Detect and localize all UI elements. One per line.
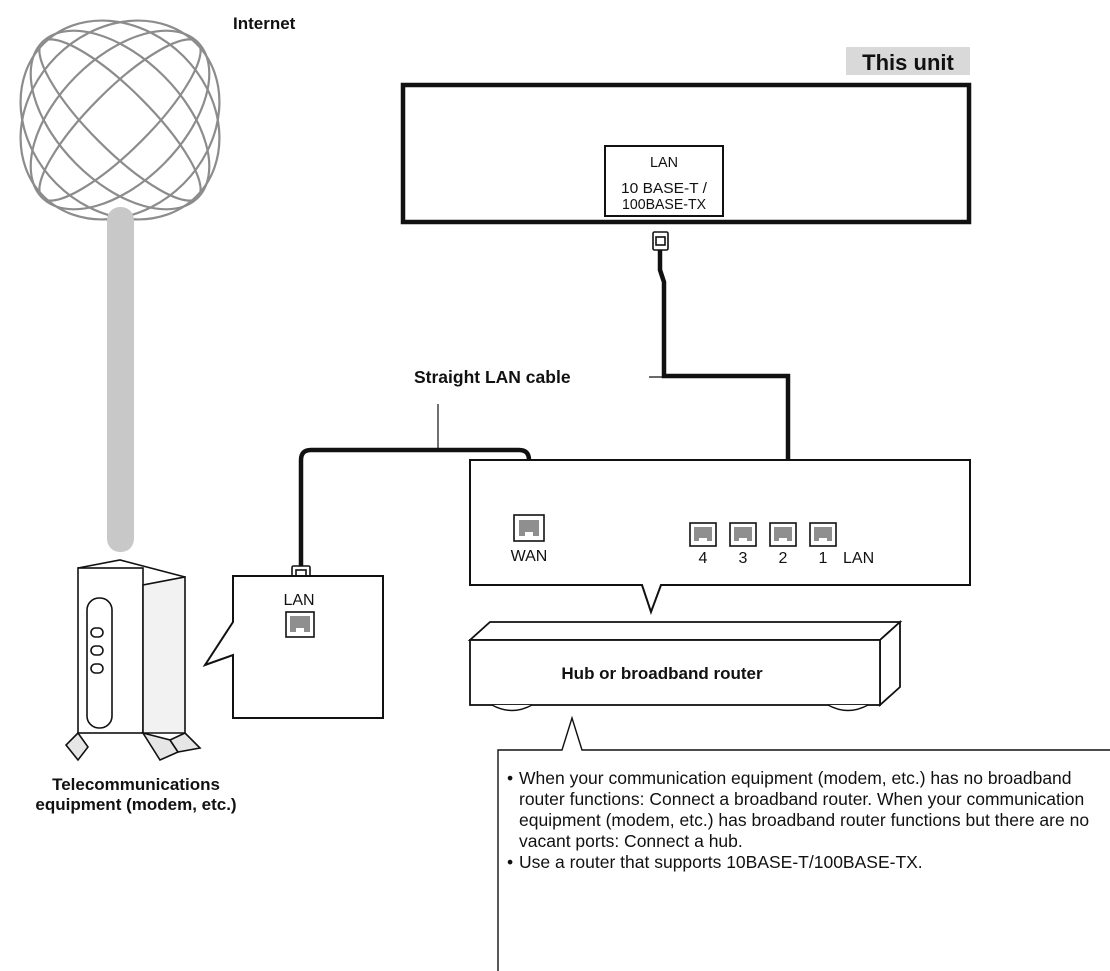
lan-cable-modem-to-router (298, 447, 532, 566)
lan-port-number-3: 3 (739, 550, 748, 567)
lan-jack-icon (689, 522, 717, 547)
wan-port-label: WAN (511, 548, 548, 565)
hub-router-label: Hub or broadband router (561, 664, 763, 683)
lan-port-number-4: 4 (699, 550, 708, 567)
globe-icon (19, 19, 221, 221)
bullet-icon: • (507, 768, 514, 788)
cable-label: Straight LAN cable (414, 367, 571, 387)
unit-port-label-lan: LAN (650, 154, 678, 171)
lan-port-group-label: LAN (843, 550, 874, 567)
internet-connection-pole (107, 207, 134, 552)
telecom-label-line1: Telecommunications (52, 775, 220, 794)
router-ports-callout (469, 459, 971, 616)
lan-jack-icon (729, 522, 757, 547)
router-box-icon (467, 619, 903, 712)
lan-port-number-1: 1 (819, 550, 828, 567)
note-text: Use a router that supports 10BASE-T/100B… (519, 852, 923, 872)
lan-cable-unit-to-router (657, 249, 791, 486)
this-unit-label: This unit (862, 50, 954, 75)
lan-port-number-2: 2 (779, 550, 788, 567)
this-unit-label-background (846, 47, 970, 75)
note-item: • Use a router that supports 10BASE-T/10… (507, 852, 1092, 873)
modem-lan-label: LAN (283, 592, 314, 609)
rj45-plug-icon (652, 231, 669, 251)
internet-label: Internet (233, 14, 296, 33)
unit-port-label-10base: 10 BASE-T / (621, 180, 708, 197)
note-text: When your communication equipment (modem… (519, 768, 1090, 851)
unit-port-label-100base: 100BASE-TX (622, 196, 706, 213)
modem-port-callout (202, 575, 384, 719)
telecom-label-line2: equipment (modem, etc.) (35, 795, 236, 814)
lan-jack-icon (513, 514, 545, 542)
bullet-icon: • (507, 852, 514, 872)
lan-jack-icon (769, 522, 797, 547)
modem-icon (64, 559, 202, 762)
notes-list: • When your communication equipment (mod… (507, 768, 1092, 873)
unit-lan-port-panel (604, 145, 724, 217)
lan-jack-icon (809, 522, 837, 547)
lan-jack-icon (285, 611, 315, 638)
note-item: • When your communication equipment (mod… (507, 768, 1092, 852)
notes-callout-outline (497, 715, 1110, 971)
